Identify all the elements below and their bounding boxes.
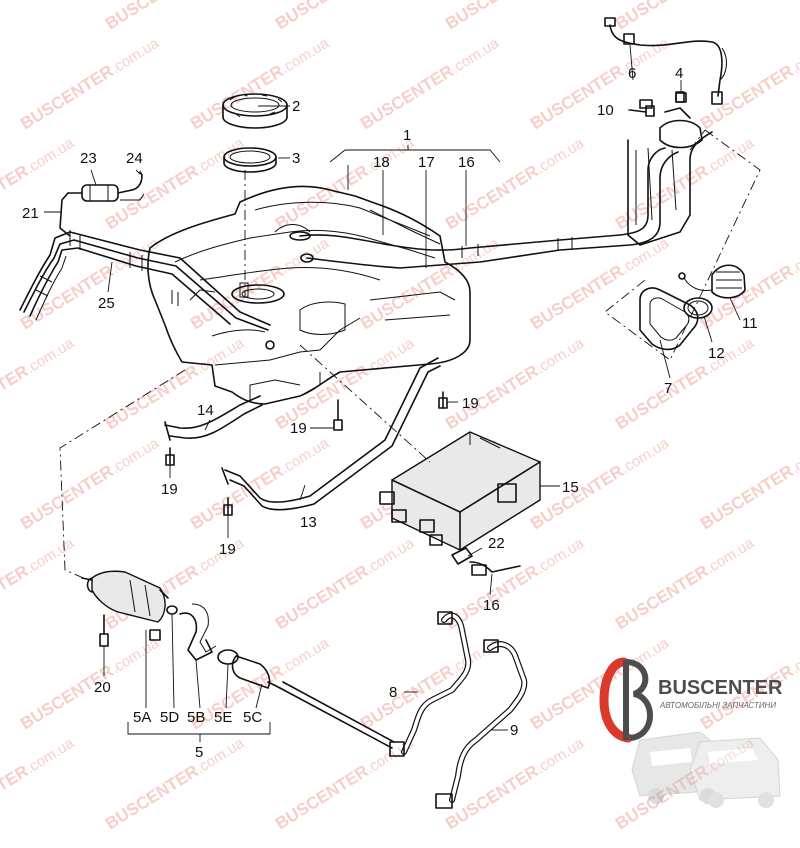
callout-19-a: 19 — [290, 420, 307, 437]
part-22-connector — [451, 547, 521, 576]
callout-19-b: 19 — [462, 395, 479, 412]
callout-25: 25 — [98, 295, 115, 312]
watermark-text: BUSCENTER.com.ua — [0, 733, 78, 834]
leader-dash-15 — [299, 344, 431, 463]
part-6-cable — [604, 17, 727, 105]
watermark-text: BUSCENTER.com.ua — [697, 33, 800, 134]
callout-19-d: 19 — [219, 541, 236, 558]
buscenter-logo: BUSCENTER АВТОМОБІЛЬНІ ЗАПЧАСТИНИ — [599, 657, 783, 808]
logo-name: BUSCENTER — [658, 677, 783, 699]
bolt-19-c — [165, 447, 175, 466]
callout-5e: 5E — [214, 709, 232, 726]
callout-frame-filler — [604, 129, 761, 361]
part-4-nut — [675, 92, 687, 103]
filler-neck — [627, 91, 713, 246]
logo-c-mark — [599, 657, 633, 743]
callout-5c: 5C — [243, 709, 262, 726]
callout-20: 20 — [94, 679, 111, 696]
part-24-hose — [120, 171, 145, 201]
bracket-1 — [329, 149, 501, 163]
watermark-text: BUSCENTER.com.ua — [612, 333, 758, 434]
callout-16-top: 16 — [458, 154, 475, 171]
callout-9: 9 — [510, 722, 518, 739]
watermark-text: BUSCENTER.com.ua — [17, 433, 163, 534]
part-5-fuel-filter-assembly — [81, 570, 395, 749]
callout-3: 3 — [292, 150, 300, 167]
watermark-text: BUSCENTER.com.ua — [612, 0, 758, 33]
watermark-text: BUSCENTER.com.ua — [442, 733, 588, 834]
part-2-locking-ring — [222, 93, 288, 129]
callout-5: 5 — [195, 744, 203, 761]
logo-vans-illustration — [631, 731, 781, 808]
part-9-hose — [435, 639, 528, 809]
part-11-fuel-cap — [678, 264, 746, 299]
part-13-strap — [221, 357, 441, 511]
watermark-text: BUSCENTER.com.ua — [102, 133, 248, 234]
callout-8: 8 — [389, 684, 397, 701]
bolt-19-a — [333, 399, 343, 431]
callout-6: 6 — [628, 65, 636, 82]
logo-b-mark — [625, 659, 653, 741]
callout-22: 22 — [488, 535, 505, 552]
logo-subtitle: АВТОМОБІЛЬНІ ЗАПЧАСТИНИ — [659, 701, 776, 710]
part-12-o-ring — [683, 297, 713, 319]
callout-10: 10 — [597, 102, 614, 119]
part-21-hose — [59, 192, 71, 237]
callout-2: 2 — [292, 98, 300, 115]
callout-5d: 5D — [160, 709, 179, 726]
callout-4: 4 — [675, 65, 683, 82]
watermark-text: BUSCENTER.com.ua — [357, 33, 503, 134]
callout-12: 12 — [708, 345, 725, 362]
watermark-text: BUSCENTER.com.ua — [17, 33, 163, 134]
watermark-text: BUSCENTER.com.ua — [357, 633, 503, 734]
watermark-text: BUSCENTER.com.ua — [272, 533, 418, 634]
callout-1: 1 — [403, 127, 411, 144]
watermark-text: BUSCENTER.com.ua — [527, 433, 673, 534]
leader-dash-5 — [59, 369, 186, 581]
watermark-text: BUSCENTER.com.ua — [102, 0, 248, 33]
watermark-text: BUSCENTER.com.ua — [0, 333, 78, 434]
watermark-text: BUSCENTER.com.ua — [272, 133, 418, 234]
drawing — [19, 17, 761, 809]
callout-13: 13 — [300, 514, 317, 531]
part-15-charcoal-canister — [379, 431, 541, 551]
watermark-text: BUSCENTER.com.ua — [697, 433, 800, 534]
callout-14: 14 — [197, 402, 214, 419]
part-10-bolt — [629, 105, 655, 117]
watermark-text: BUSCENTER.com.ua — [0, 133, 78, 234]
part-25-line-bundle — [19, 230, 271, 331]
callout-15: 15 — [562, 479, 579, 496]
callout-17: 17 — [418, 154, 435, 171]
part-7-filler-housing — [639, 287, 699, 351]
part-8-hose — [389, 611, 472, 757]
watermark-text: BUSCENTER.com.ua — [442, 333, 588, 434]
callout-16-bottom: 16 — [483, 597, 500, 614]
callout-5b: 5B — [187, 709, 205, 726]
callout-19-c: 19 — [161, 481, 178, 498]
watermark-text: BUSCENTER.com.ua — [187, 33, 333, 134]
callout-23: 23 — [80, 150, 97, 167]
callout-5a: 5A — [133, 709, 151, 726]
part-23-filter — [67, 184, 133, 202]
bracket-5 — [127, 722, 271, 735]
part-3-seal — [223, 147, 277, 173]
watermark-text: BUSCENTER.com.ua — [442, 133, 588, 234]
callout-24: 24 — [126, 150, 143, 167]
watermark-text: BUSCENTER.com.ua — [442, 0, 588, 33]
watermark-text: BUSCENTER.com.ua — [102, 733, 248, 834]
callout-11: 11 — [742, 315, 758, 332]
watermark-text: BUSCENTER.com.ua — [0, 533, 78, 634]
callout-21: 21 — [22, 205, 39, 222]
watermark-text: BUSCENTER.com.ua — [612, 533, 758, 634]
bolt-19-b — [438, 391, 448, 409]
callout-7: 7 — [664, 380, 672, 397]
callout-labels: 1 2 3 4 5 5A 5B 5C 5D 5E 6 7 8 9 10 11 1… — [22, 65, 758, 761]
watermark-text: BUSCENTER.com.ua — [272, 733, 418, 834]
watermark-text: BUSCENTER.com.ua — [0, 0, 78, 33]
callout-18: 18 — [373, 154, 390, 171]
watermark-text: BUSCENTER.com.ua — [272, 0, 418, 33]
